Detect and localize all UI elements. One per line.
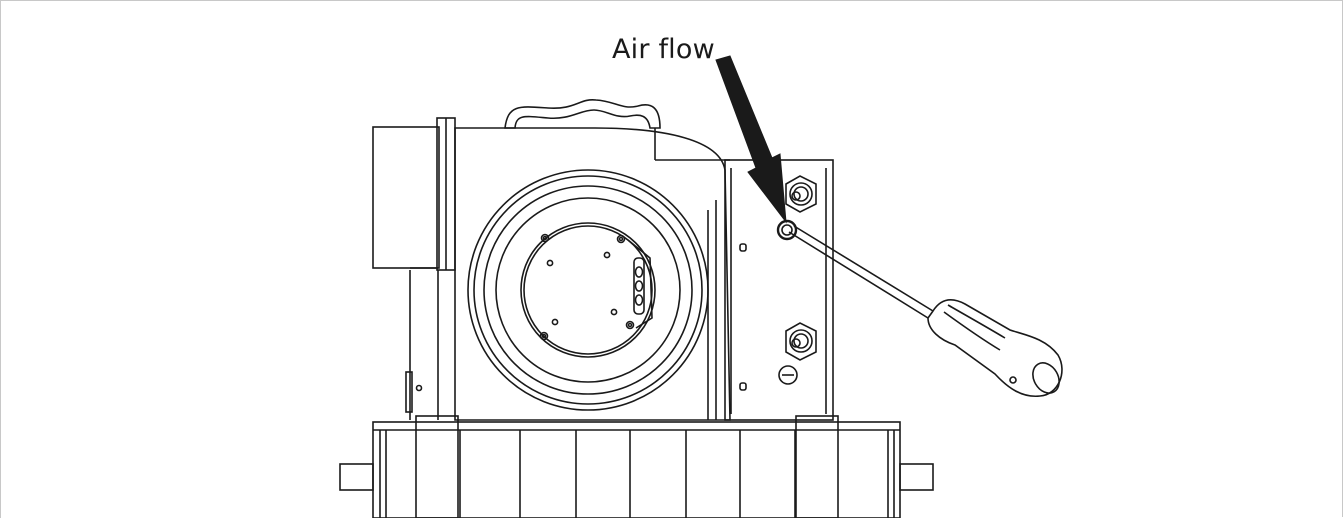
wheel-screw-holes — [539, 233, 635, 341]
bottom-grille — [339, 415, 934, 518]
outlet-duct — [372, 117, 456, 271]
airflow-arrow — [715, 55, 787, 224]
figure-frame-left-edge — [0, 0, 1, 518]
control-box — [724, 159, 834, 421]
motor-terminal — [627, 239, 653, 329]
fan-wheel — [467, 169, 709, 411]
airflow-label: Air flow — [612, 34, 715, 65]
side-bracket — [405, 371, 423, 413]
cover-screw — [776, 219, 798, 241]
top-handle — [504, 99, 661, 129]
screwdriver — [788, 225, 1063, 398]
cable-gland-top — [785, 175, 817, 213]
cable-gland-bottom — [778, 322, 817, 385]
